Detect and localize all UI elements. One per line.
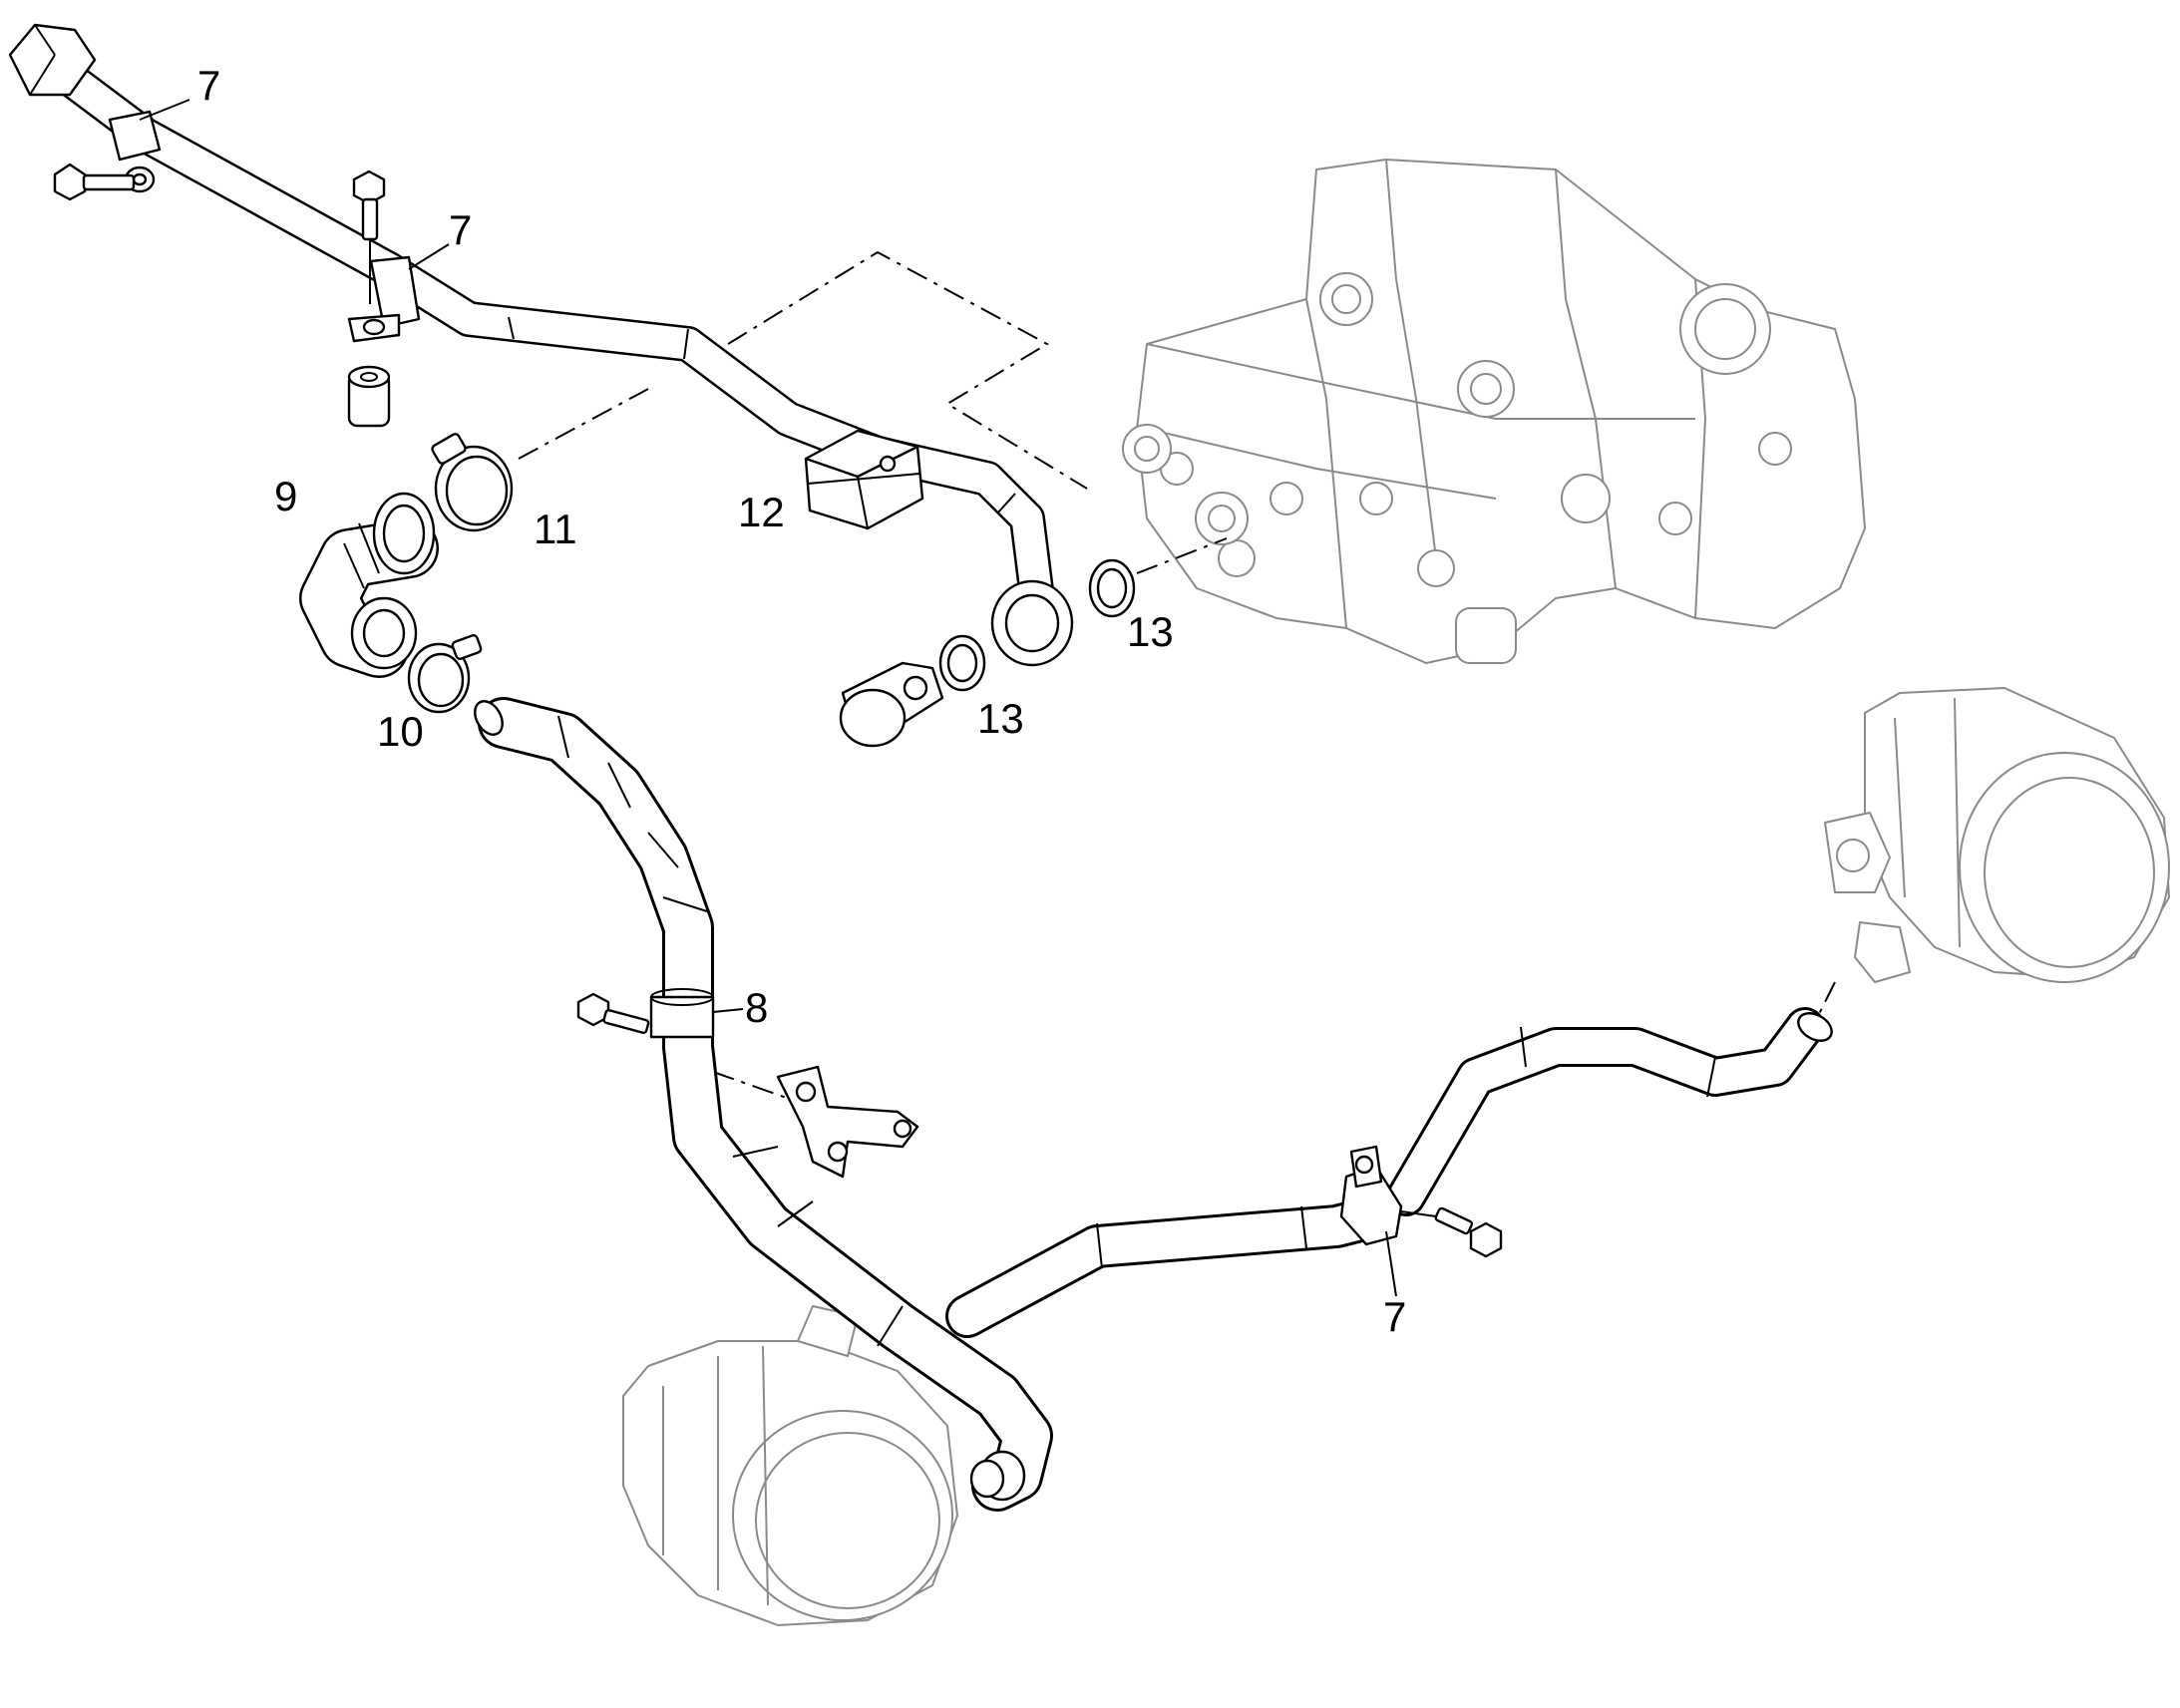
leader-lines	[139, 99, 1397, 1297]
bolt-top-left	[53, 163, 136, 201]
callout-top-clamp-b: 7	[449, 206, 472, 253]
callout-hose-clamp-upper: 11	[534, 506, 577, 552]
callout-seal-ring-right: 13	[1127, 608, 1174, 655]
pipe-clamp-right	[1339, 1145, 1403, 1246]
mounting-bracket-middle	[776, 1065, 919, 1179]
callout-labels: 7 7 9 11 10 12 13 13 8 7	[197, 62, 1406, 1340]
hose-clamp-upper	[431, 433, 514, 532]
bolt-middle	[576, 992, 650, 1034]
callout-hose-clamp-lower: 10	[377, 708, 424, 755]
callout-pipe-clamp-right: 7	[1383, 1293, 1406, 1340]
banjo-bolt	[839, 661, 944, 748]
ghost-air-intake-housing-left	[622, 1305, 958, 1626]
assembly-lines	[518, 250, 1836, 1103]
ghost-compressor-block	[1122, 159, 1866, 664]
hose-elbow	[299, 492, 439, 678]
upper-rigid-pipe	[8, 23, 1074, 667]
hose-clamp-lower	[407, 634, 483, 714]
spacer-sleeve	[347, 365, 391, 428]
callout-top-clamp-a: 7	[197, 62, 220, 109]
callout-hose-elbow: 9	[274, 473, 297, 519]
callout-seal-ring-lower: 13	[977, 695, 1024, 742]
callout-pipe-bracket-block: 12	[738, 489, 785, 535]
seal-ring-lower	[938, 634, 986, 692]
ghost-air-intake-housing-right	[1824, 687, 2170, 983]
bolt-right	[1400, 1206, 1503, 1258]
callout-pipe-clamp-middle: 8	[745, 984, 768, 1031]
bolt-top-center	[352, 170, 386, 304]
pipe-bracket-block	[804, 429, 924, 530]
seal-ring-right	[1088, 558, 1136, 618]
pipe-clamp-middle	[649, 988, 715, 1039]
top-clamp-b	[347, 255, 421, 343]
